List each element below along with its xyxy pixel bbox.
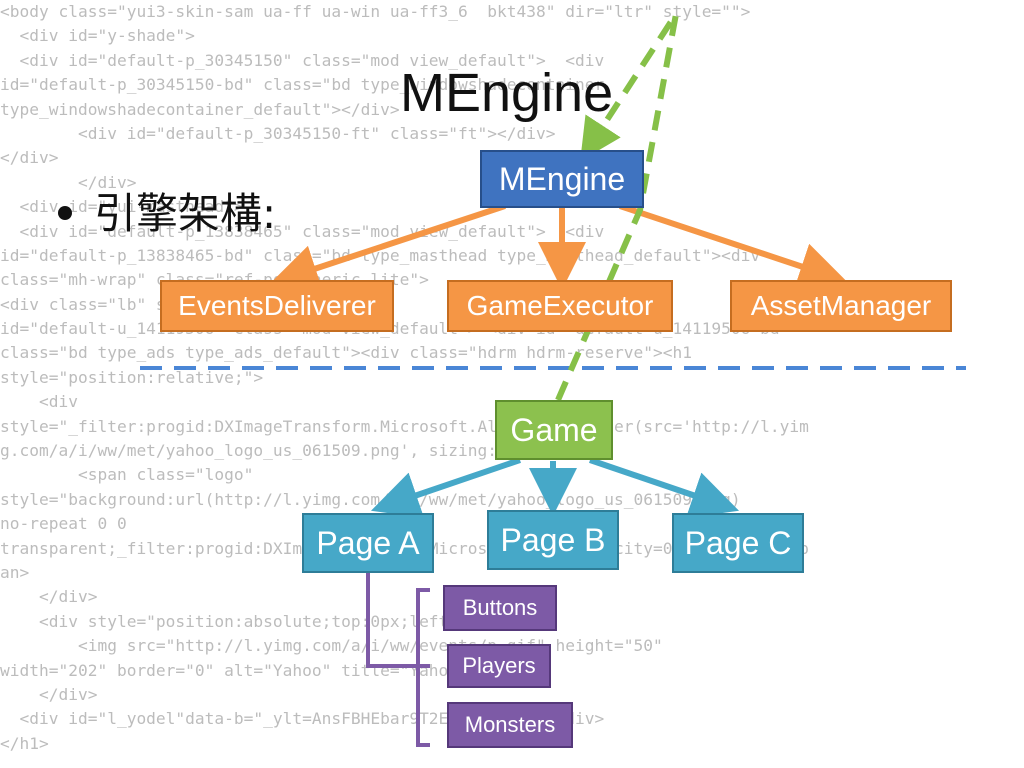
- game-box: Game: [495, 400, 613, 460]
- buttons-box: Buttons: [443, 585, 557, 631]
- page-a-item-connector: [366, 572, 430, 668]
- page-b-box: Page B: [487, 510, 619, 570]
- arrow-mengine-to-assetmanager: [619, 203, 848, 290]
- bullet-dot: [58, 205, 72, 220]
- page-a-item-bracket: [416, 588, 430, 747]
- assetmanager-label: AssetManager: [750, 290, 932, 321]
- code-line: </div>: [0, 148, 59, 168]
- page-c-box: Page C: [672, 513, 804, 573]
- code-line: </h1>: [0, 733, 49, 753]
- code-line: style="position:relative;">: [0, 367, 264, 387]
- eventsdeliverer-box: EventsDeliverer: [160, 280, 394, 332]
- code-line: <body class="yui3-skin-sam ua-ff ua-win …: [0, 2, 751, 21]
- buttons-label: Buttons: [462, 595, 538, 620]
- code-line: <div style="position:absolute;top:0px;le…: [0, 611, 517, 631]
- code-line: </div>: [0, 587, 98, 607]
- game-label: Game: [510, 411, 598, 448]
- mengine-box: MEngine: [480, 150, 644, 208]
- arrow-game-to-page-c: [589, 457, 740, 519]
- code-line: <div id="yui-masthead">: [0, 197, 244, 217]
- code-line: <img src="http://l.yimg.com/a/i/ww/event…: [0, 636, 663, 656]
- code-line: <div: [0, 392, 78, 412]
- arrow-mengine-to-eventsdeliverer: [269, 203, 506, 292]
- code-line: </div>: [0, 172, 137, 192]
- code-line: an>: [0, 562, 30, 582]
- code-line: </div>: [0, 684, 98, 704]
- code-line: class="bd type_ads type_ads_default"><di…: [0, 343, 692, 363]
- gameexecutor-box: GameExecutor: [447, 280, 673, 332]
- code-line: <div id="y-shade">: [0, 26, 195, 46]
- bullet-text: 引擎架構:: [94, 189, 277, 238]
- bullet-item: 引擎架構:: [58, 180, 276, 241]
- code-line: <div id="default-p_30345150-ft" class="f…: [0, 123, 556, 143]
- page-a-box: Page A: [302, 513, 434, 573]
- monsters-label: Monsters: [464, 712, 556, 737]
- gameexecutor-label: GameExecutor: [466, 290, 654, 321]
- eventsdeliverer-label: EventsDeliverer: [178, 290, 376, 321]
- arrow-game-to-page-a: [370, 457, 521, 519]
- code-line: no-repeat 0 0: [0, 514, 127, 534]
- players-label: Players: [462, 653, 536, 678]
- slide-title: MEngine: [400, 63, 614, 123]
- code-line: width="202" border="0" alt="Yahoo" title…: [0, 660, 498, 680]
- code-line: <div id="default-p_13838465" class="mod …: [0, 221, 605, 241]
- code-line: <span class="logo": [0, 465, 254, 485]
- page-b-label: Page B: [500, 521, 606, 558]
- mengine-label: MEngine: [498, 160, 626, 197]
- page-c-label: Page C: [684, 524, 792, 561]
- code-line: type_windowshadecontainer_default"></div…: [0, 99, 400, 119]
- assetmanager-box: AssetManager: [730, 280, 952, 332]
- players-box: Players: [447, 644, 551, 688]
- code-line: id="default-p_30345150-bd" class="bd typ…: [0, 75, 605, 95]
- code-line: <div id="default-p_30345150" class="mod …: [0, 50, 605, 70]
- page-a-label: Page A: [316, 524, 420, 561]
- monsters-box: Monsters: [447, 702, 573, 748]
